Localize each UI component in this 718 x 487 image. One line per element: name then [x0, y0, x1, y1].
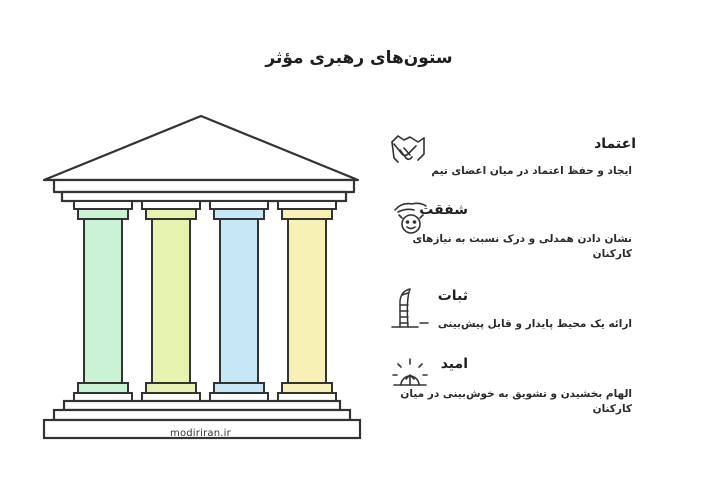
pillar-title: امید: [440, 356, 468, 372]
pillar-hope: [277, 200, 337, 402]
pillar-trust: [73, 200, 133, 402]
pillar-description: الهام بخشیدن و تشویق به خوش‌بینی در میان…: [400, 388, 632, 415]
watermark: modiriran.ir: [170, 428, 231, 439]
temple-roof: [42, 114, 360, 182]
pillar-desc-compassion: نشان دادن همدلی و درک نسبت به نیازهای کا…: [396, 232, 632, 262]
handshake-icon: [391, 135, 425, 163]
pillar-title: ثبات: [437, 288, 468, 304]
pillar-desc-hope: الهام بخشیدن و تشویق به خوش‌بینی در میان…: [396, 387, 632, 417]
pillar-desc-stability: ارائه یک محیط پایدار و قابل پیش‌بینی: [396, 317, 632, 332]
pillar-item-compassion: شفقت: [388, 202, 468, 218]
caring-hand-icon: [394, 202, 427, 234]
temple-base-step-1: [62, 399, 342, 412]
temple-base-step-2: [52, 408, 352, 422]
pillar-item-hope: امید: [388, 356, 468, 372]
pillar-description: ارائه یک محیط پایدار و قابل پیش‌بینی: [437, 318, 632, 330]
temple-base-step-3: [42, 418, 362, 440]
pillar-desc-trust: ایجاد و حفظ اعتماد در میان اعضای تیم: [392, 164, 632, 179]
temple-illustration: [42, 114, 362, 440]
pillar-description: نشان دادن همدلی و درک نسبت به نیازهای کا…: [412, 233, 632, 260]
pillar-stability: [209, 200, 269, 402]
sunrise-icon: [392, 358, 428, 386]
pillar-item-trust: اعتماد: [396, 136, 636, 152]
pillar-item-stability: ثبات: [388, 288, 468, 304]
pillar-title: شفقت: [419, 202, 468, 218]
pillar-description: ایجاد و حفظ اعتماد در میان اعضای تیم: [431, 165, 632, 177]
pillar-compassion: [141, 200, 201, 402]
pillar-title: اعتماد: [594, 136, 636, 152]
temple-entablature: [52, 178, 356, 194]
diagram-title: ستون‌های رهبری مؤثر: [265, 48, 453, 68]
tower-icon: [391, 288, 429, 328]
